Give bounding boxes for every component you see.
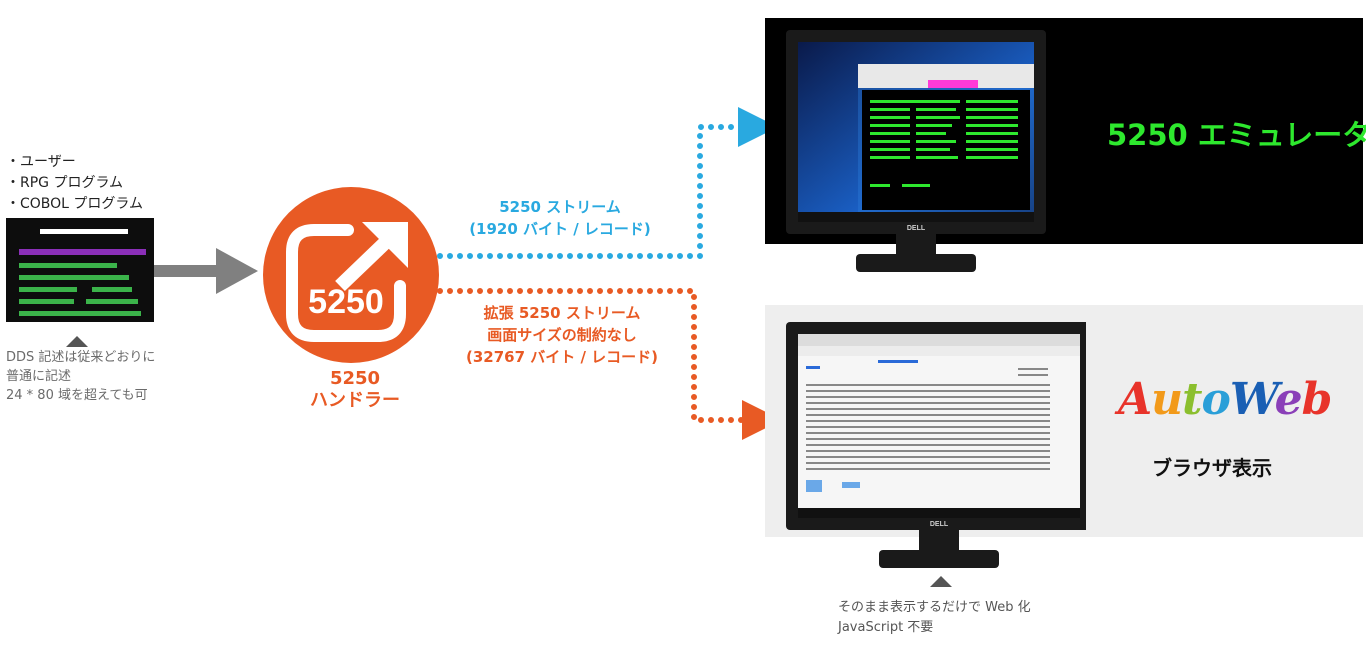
standard-stream-path xyxy=(437,124,753,259)
dds-note-line: 24 * 80 域を超えても可 xyxy=(6,388,148,403)
logo-letter: A xyxy=(1118,374,1152,425)
web-note-line: JavaScript 不要 xyxy=(838,620,934,635)
extended-stream-path xyxy=(437,288,747,423)
logo-letter: u xyxy=(1151,374,1183,425)
source-list: ・ユーザー ・RPG プログラム ・COBOL プログラム xyxy=(6,152,143,215)
logo-letter: o xyxy=(1201,374,1230,425)
stream-label-line: 拡張 5250 ストリーム xyxy=(483,304,641,322)
dds-screen-icon xyxy=(6,218,154,322)
monitor-brand: DELL xyxy=(930,521,949,528)
blue-arrow-icon xyxy=(738,107,778,147)
source-item: ・COBOL プログラム xyxy=(6,196,144,212)
source-item: ・ユーザー xyxy=(6,154,76,170)
source-item: ・RPG プログラム xyxy=(6,175,124,191)
stream-connectors xyxy=(437,107,782,440)
up-triangle-icon xyxy=(66,336,88,347)
logo-letter: W xyxy=(1229,374,1276,425)
logo-letter: b xyxy=(1301,374,1333,425)
monitor-brand: DELL xyxy=(907,225,926,232)
browser-monitor: DELL xyxy=(786,322,1086,568)
emulator-monitor: DELL xyxy=(786,30,1046,272)
web-note-line: そのまま表示するだけで Web 化 xyxy=(838,600,1031,615)
up-triangle-icon xyxy=(930,576,952,587)
standard-stream-label: 5250 ストリーム (1920 バイト / レコード) xyxy=(442,196,678,240)
dds-note-line: DDS 記述は従来どおりに xyxy=(6,350,156,365)
dds-note-line: 普通に記述 xyxy=(6,369,72,384)
logo-letter: e xyxy=(1274,374,1303,425)
logo-letter: t xyxy=(1182,374,1202,425)
handler-label: 5250 ハンドラー xyxy=(300,368,410,412)
stream-label-line: 画面サイズの制約なし xyxy=(487,326,637,344)
stream-label-line: (32767 バイト / レコード) xyxy=(465,348,659,366)
dds-note: DDS 記述は従来どおりに 普通に記述 24 * 80 域を超えても可 xyxy=(6,348,155,405)
handler-icon: 5250 xyxy=(263,187,439,363)
web-note: そのまま表示するだけで Web 化 JavaScript 不要 xyxy=(838,598,1031,638)
autoweb-subtitle: ブラウザ表示 xyxy=(1152,456,1272,480)
handler-label-line: ハンドラー xyxy=(310,390,400,411)
handler-badge: 5250 xyxy=(308,283,384,321)
orange-arrow-icon xyxy=(742,400,782,440)
stream-label-line: 5250 ストリーム xyxy=(499,198,621,216)
handler-label-line: 5250 xyxy=(329,368,381,389)
extended-stream-label: 拡張 5250 ストリーム 画面サイズの制約なし (32767 バイト / レコ… xyxy=(436,302,688,368)
autoweb-logo: AutoWeb xyxy=(1118,374,1333,425)
stream-label-line: (1920 バイト / レコード) xyxy=(469,220,651,238)
emulator-label: 5250 エミュレータ xyxy=(1107,118,1366,152)
gray-arrow-icon xyxy=(154,248,258,294)
